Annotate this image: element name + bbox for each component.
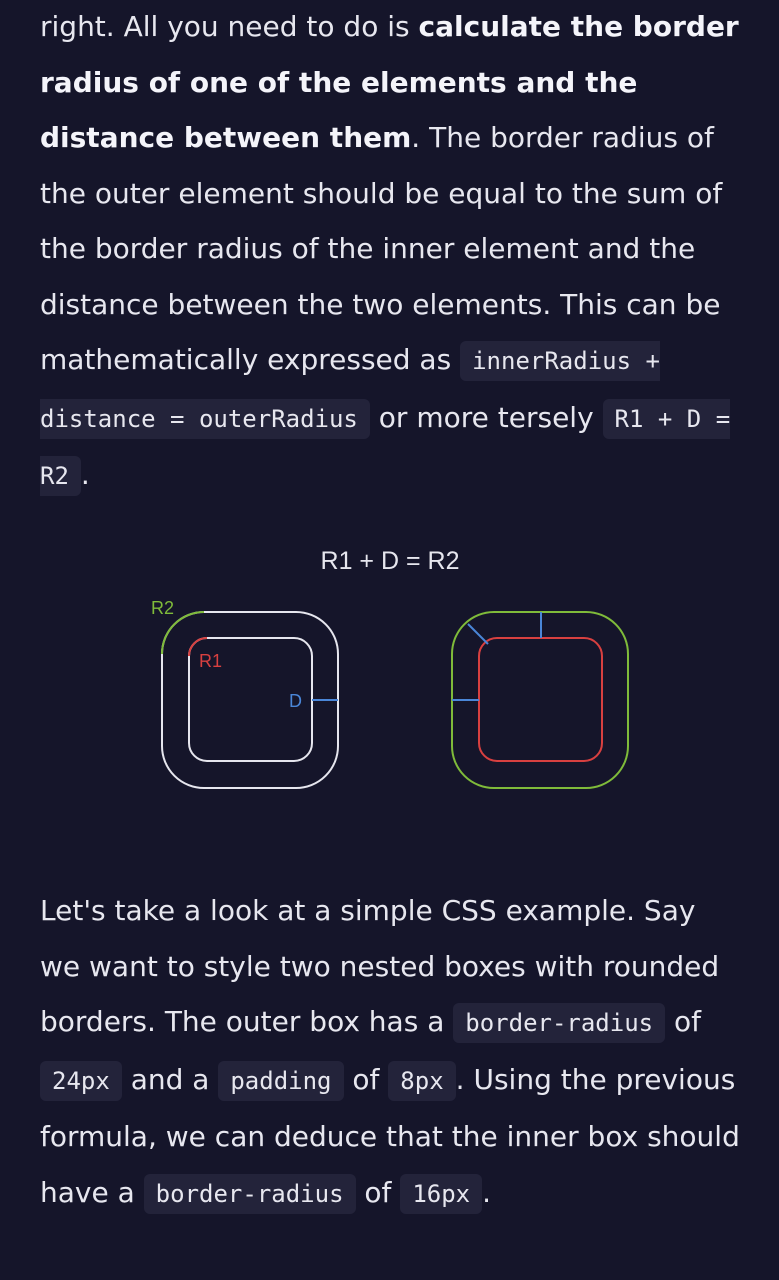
diagram-title: R1 + D = R2: [321, 547, 460, 575]
text: Let's take a look at a simple CSS exampl…: [40, 894, 720, 1038]
code-24px: 24px: [40, 1060, 122, 1101]
code-padding: padding: [218, 1060, 344, 1101]
code-border-radius: border-radius: [453, 1003, 666, 1043]
text: . The border radius of the outer element…: [40, 121, 723, 376]
text: of: [355, 1175, 401, 1209]
paragraph-css-example: Let's take a look at a simple CSS exampl…: [40, 883, 740, 1222]
text: .: [80, 458, 90, 491]
code-16px: 16px: [400, 1173, 483, 1214]
corner-gap-line: [467, 623, 489, 645]
nested-radius-diagram: R1 + D = R2 R2 R1 D: [151, 547, 629, 789]
text: .: [482, 1175, 492, 1209]
text: or more tersely: [369, 400, 603, 434]
text: right. All you need to do is: [40, 10, 419, 43]
r2-arc: [161, 611, 205, 655]
label-d: D: [289, 691, 302, 711]
text: . Using the previous formula, we can ded…: [40, 1062, 740, 1209]
r1-arc: [188, 637, 208, 657]
label-r2: R2: [151, 598, 174, 618]
paragraph-radius-explanation: right. All you need to do is calculate t…: [40, 0, 740, 505]
text: and a: [121, 1062, 219, 1096]
text: of: [343, 1062, 389, 1096]
code-border-radius-2: border-radius: [143, 1173, 356, 1214]
code-8px: 8px: [388, 1060, 456, 1101]
label-r1: R1: [199, 651, 222, 671]
text: of: [665, 1005, 701, 1038]
inner-box-right: [478, 637, 603, 762]
bold-text: calculate the border radius of one of th…: [40, 10, 739, 154]
